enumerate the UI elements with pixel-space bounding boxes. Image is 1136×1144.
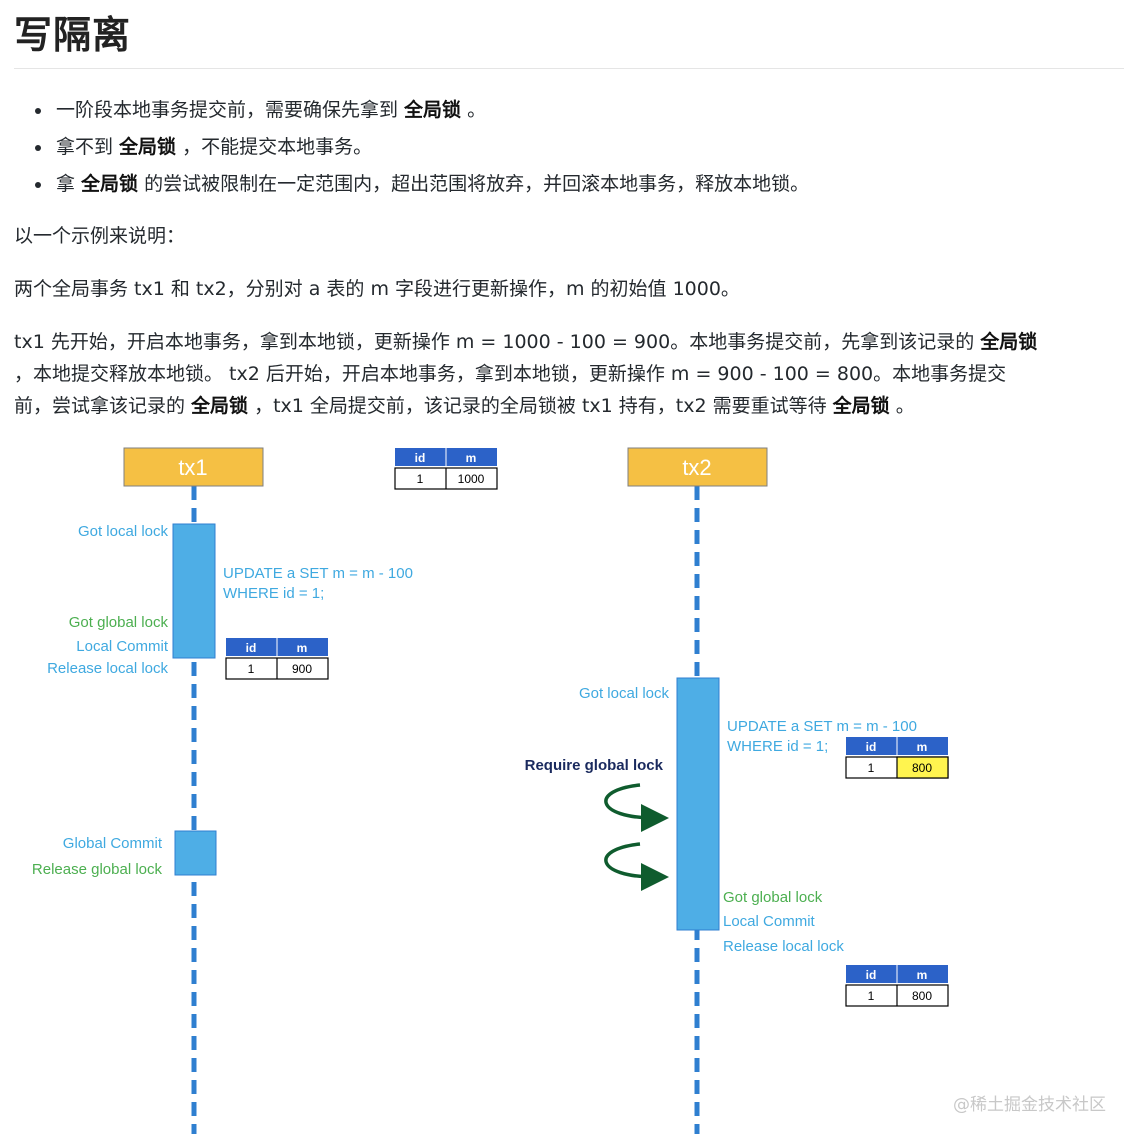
tx1-got-global-lock: Got global lock bbox=[69, 614, 169, 631]
tx1-header-box bbox=[123, 447, 264, 487]
retry-arrow-icon bbox=[604, 842, 669, 891]
page-title: 写隔离 bbox=[14, 13, 132, 57]
table-cell-m: 900 bbox=[292, 662, 312, 676]
table-cell-m: 800 bbox=[912, 761, 932, 775]
retry-arrow-icon bbox=[604, 783, 669, 832]
list-item: 拿不到 全局锁 ，不能提交本地事务。 bbox=[34, 129, 809, 166]
table-header-id: id bbox=[246, 641, 257, 655]
tx2-update-line2: WHERE id = 1; bbox=[727, 738, 828, 755]
intro-paragraph: 以一个示例来说明： bbox=[14, 225, 186, 247]
tx2-require-global-lock: Require global lock bbox=[525, 757, 664, 774]
write-isolation-diagram: tx1 tx2 id m 1 1000 Got local lock UPDAT… bbox=[0, 440, 1136, 1144]
table-header-m: m bbox=[297, 641, 308, 655]
title-divider bbox=[14, 68, 1124, 69]
tx2-final-record-table: id m 1 800 bbox=[845, 965, 949, 1007]
table-cell-id: 1 bbox=[248, 662, 255, 676]
table-header-id: id bbox=[415, 451, 426, 465]
table-cell-id: 1 bbox=[868, 989, 875, 1003]
description-paragraph: tx1 先开始，开启本地事务，拿到本地锁，更新操作 m = 1000 - 100… bbox=[14, 331, 1038, 417]
tx1-global-commit: Global Commit bbox=[63, 835, 163, 852]
table-header-m: m bbox=[466, 451, 477, 465]
tx2-update-line1: UPDATE a SET m = m - 100 bbox=[727, 718, 917, 735]
tx2-got-global-lock: Got global lock bbox=[723, 889, 823, 906]
table-header-id: id bbox=[866, 740, 877, 754]
tx1-release-global-lock: Release global lock bbox=[32, 861, 163, 878]
tx2-header-label: tx2 bbox=[682, 455, 711, 480]
tx1-release-local-lock: Release local lock bbox=[47, 660, 168, 677]
table-cell-id: 1 bbox=[417, 472, 424, 486]
tx2-activation bbox=[676, 677, 720, 931]
tx2-update-record-table: id m 1 800 bbox=[845, 737, 949, 779]
tx1-header-label: tx1 bbox=[178, 455, 207, 480]
table-header-m: m bbox=[917, 740, 928, 754]
tx1-activation-global bbox=[174, 830, 217, 876]
tx1-update-line1: UPDATE a SET m = m - 100 bbox=[223, 565, 413, 582]
tx2-got-local-lock: Got local lock bbox=[579, 685, 670, 702]
tx1-local-commit: Local Commit bbox=[76, 638, 169, 655]
tx1-update-line2: WHERE id = 1; bbox=[223, 585, 324, 602]
tx2-release-local-lock: Release local lock bbox=[723, 938, 844, 955]
table-header-m: m bbox=[917, 968, 928, 982]
watermark: @稀土掘金技术社区 bbox=[953, 1095, 1106, 1115]
tx2-header-box bbox=[627, 447, 768, 487]
tx1-record-table: id m 1 900 bbox=[225, 638, 329, 680]
tx1-activation-local bbox=[172, 523, 216, 659]
tx2-local-commit: Local Commit bbox=[723, 913, 816, 930]
tx1-got-local-lock: Got local lock bbox=[78, 523, 169, 540]
table-cell-id: 1 bbox=[868, 761, 875, 775]
table-header-id: id bbox=[866, 968, 877, 982]
bullet-list: 一阶段本地事务提交前，需要确保先拿到 全局锁 。 拿不到 全局锁 ，不能提交本地… bbox=[14, 92, 809, 203]
initial-record-table: id m 1 1000 bbox=[394, 448, 498, 490]
table-cell-m: 1000 bbox=[458, 472, 485, 486]
table-cell-m: 800 bbox=[912, 989, 932, 1003]
list-item: 拿 全局锁 的尝试被限制在一定范围内，超出范围将放弃，并回滚本地事务，释放本地锁… bbox=[34, 166, 809, 203]
list-item: 一阶段本地事务提交前，需要确保先拿到 全局锁 。 bbox=[34, 92, 809, 129]
sequence-diagram-svg: tx1 tx2 id m 1 1000 Got local lock UPDAT… bbox=[32, 447, 1106, 1134]
example-paragraph: 两个全局事务 tx1 和 tx2，分别对 a 表的 m 字段进行更新操作，m 的… bbox=[14, 278, 740, 300]
